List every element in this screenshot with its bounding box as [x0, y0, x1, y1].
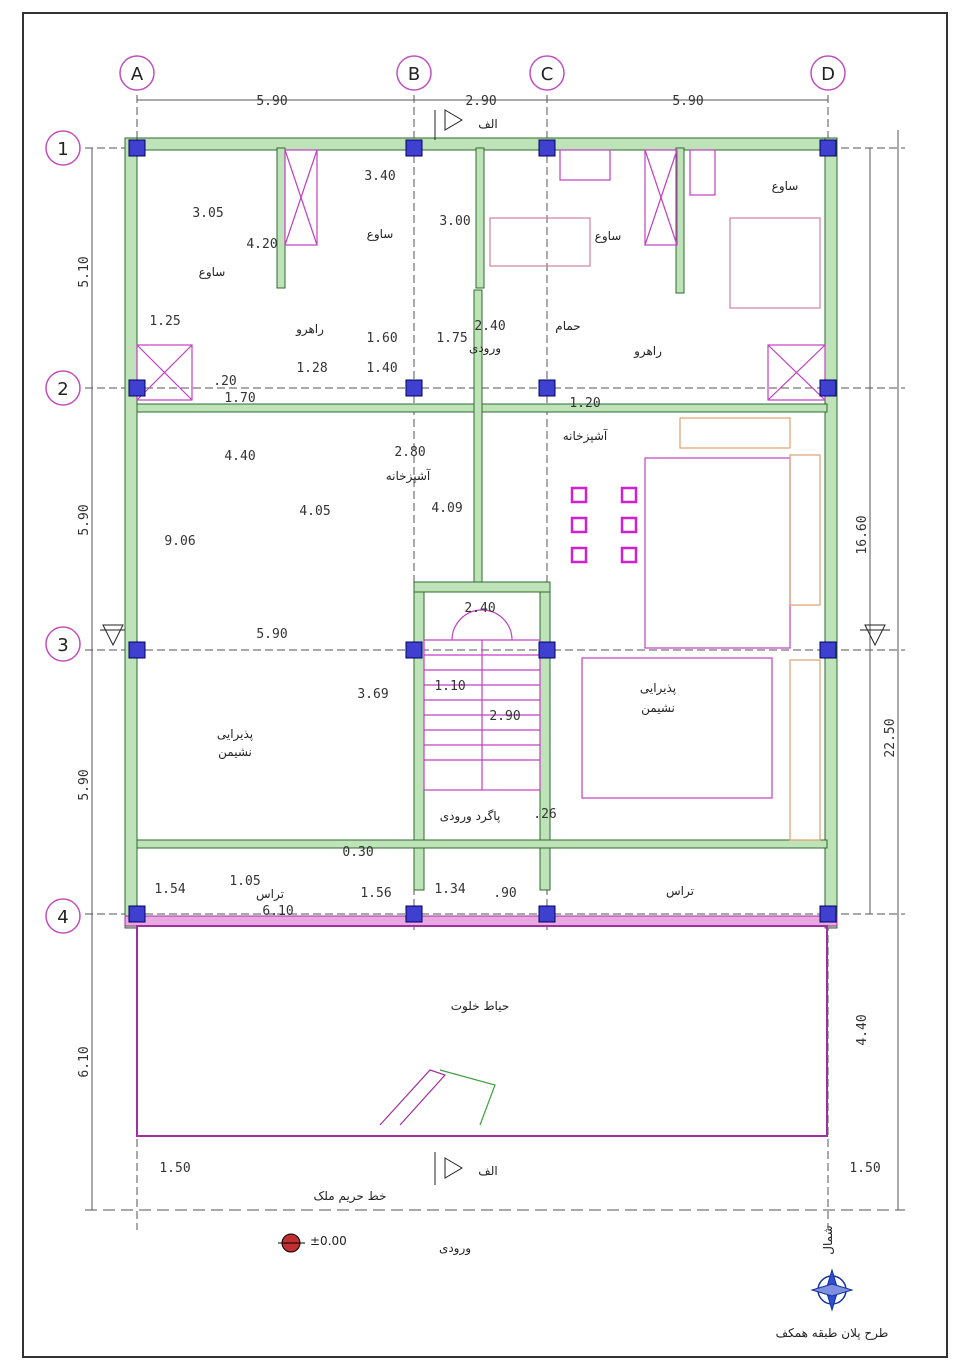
dim-inner-170: 1.70 [224, 391, 255, 406]
dim-top-3: 5.90 [672, 94, 703, 109]
dim-left-4: 6.10 [77, 1046, 92, 1077]
room-kitchen: آشپزخانه [386, 468, 431, 484]
room-balcony-right: تراس [666, 884, 694, 899]
room-corridor: راهرو [295, 322, 324, 337]
north-label: شمال [821, 1225, 835, 1254]
dim-inner-240b: 2.40 [464, 601, 495, 616]
dim-inner-610: 6.10 [262, 904, 293, 919]
dim-top-1: 5.90 [256, 94, 287, 109]
room-living-right-1: پذیرایی [640, 681, 676, 696]
dim-inner-110: 1.10 [434, 679, 465, 694]
dim-inner-128: 1.28 [296, 361, 327, 376]
dim-right-3: 4.40 [855, 1014, 870, 1045]
dim-inner-090: .90 [493, 886, 516, 901]
columns [128, 139, 837, 923]
room-entry-hall: ورودی [469, 341, 501, 356]
dim-inner-140: 1.40 [366, 361, 397, 376]
axis-col-c: C [541, 64, 554, 85]
dim-left-3: 5.90 [77, 769, 92, 800]
dim-inner-030: 0.30 [342, 845, 373, 860]
drawing-frame [22, 12, 948, 1358]
dim-top-2: 2.90 [465, 94, 496, 109]
dim-inner-125: 1.25 [149, 314, 180, 329]
dim-inner-120: 1.20 [569, 396, 600, 411]
room-bed-2: ساوع [367, 227, 394, 242]
section-mark-bottom: الف [478, 1164, 497, 1178]
dim-inner-154: 1.54 [154, 882, 185, 897]
north-arrow-icon [810, 1268, 854, 1312]
dim-inner-420: 4.20 [246, 237, 277, 252]
dim-inner-280: 2.80 [394, 445, 425, 460]
dim-right-1: 16.60 [855, 515, 870, 554]
dim-inner-156: 1.56 [360, 886, 391, 901]
dim-inner-134: 1.34 [434, 882, 465, 897]
axis-col-b: B [408, 64, 420, 85]
dim-inner-305: 3.05 [192, 206, 223, 221]
yard-boundary-note: خط حریم ملک [314, 1189, 387, 1204]
room-balcony-left: تراس [256, 887, 284, 902]
dim-inner-026: .26 [533, 807, 556, 822]
dim-bottom-left: 1.50 [159, 1161, 190, 1176]
elevation-mark: ±0.00 [310, 1234, 347, 1248]
dim-inner-369: 3.69 [357, 687, 388, 702]
axis-bubbles [45, 55, 846, 934]
section-marker-icon [100, 109, 890, 1185]
axis-row-2: 2 [57, 379, 68, 400]
dim-inner-160: 1.60 [366, 331, 397, 346]
room-living-left-1: پذیرایی [217, 727, 253, 742]
dim-inner-290: 2.90 [489, 709, 520, 724]
elevation-icon [278, 1233, 305, 1253]
room-bed-1: ساوع [199, 265, 226, 280]
dim-inner-240a: 2.40 [474, 319, 505, 334]
dim-left-2: 5.90 [77, 504, 92, 535]
section-mark-top: الف [478, 117, 497, 131]
room-corridor-b: راهرو [633, 344, 662, 359]
axis-col-d: D [821, 64, 835, 85]
room-yard: حیاط خلوت [451, 999, 510, 1014]
room-living-right-2: نشیمن [641, 701, 675, 716]
drawing-title: طرح پلان طبقه همکف [776, 1326, 889, 1341]
room-bed-4: ساوع [772, 179, 799, 194]
dim-inner-105: 1.05 [229, 874, 260, 889]
furniture [136, 149, 826, 1126]
dim-bottom-right: 1.50 [849, 1161, 880, 1176]
dim-inner-020: .20 [213, 374, 236, 389]
axis-row-3: 3 [57, 635, 68, 656]
dim-inner-440: 4.40 [224, 449, 255, 464]
dim-inner-340: 3.40 [364, 169, 395, 184]
entry-arrow-label: ورودی [439, 1241, 471, 1256]
room-wc: حمام [555, 319, 580, 333]
dim-inner-906: 9.06 [164, 534, 195, 549]
room-stair-landing: پاگرد ورودی [440, 809, 501, 824]
walls [124, 137, 838, 1137]
room-kitchen-2: آشپزخانه [563, 428, 608, 444]
axis-row-1: 1 [57, 139, 68, 160]
dim-right-2: 22.50 [883, 718, 898, 757]
dim-inner-175: 1.75 [436, 331, 467, 346]
room-bed-3: ساوع [595, 229, 622, 244]
dim-inner-405: 4.05 [299, 504, 330, 519]
axis-row-4: 4 [57, 907, 68, 928]
axis-col-a: A [131, 64, 144, 85]
dim-inner-409: 4.09 [431, 501, 462, 516]
room-living-left-2: نشیمن [218, 745, 252, 760]
dim-left-1: 5.10 [77, 256, 92, 287]
dim-inner-590: 5.90 [256, 627, 287, 642]
dim-inner-300: 3.00 [439, 214, 470, 229]
